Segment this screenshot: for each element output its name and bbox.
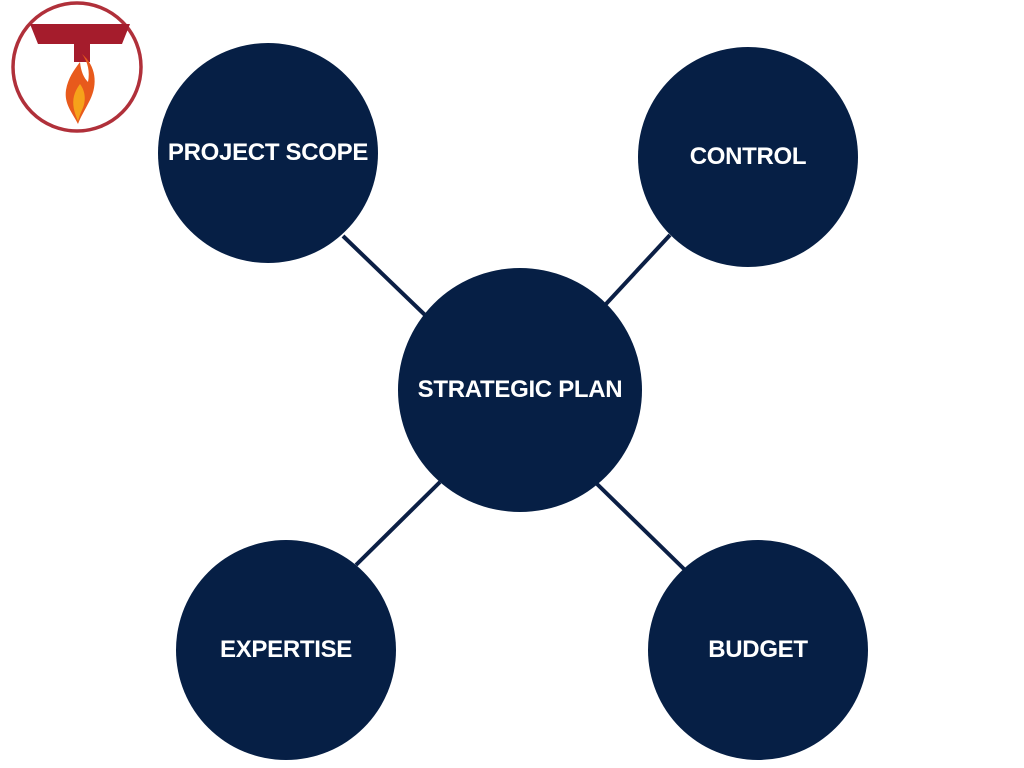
connector-expertise [354,480,442,567]
logo-flame-inner [73,84,85,121]
connector-project-scope [341,234,427,317]
t-flame-logo-icon [11,1,143,133]
node-control-label: CONTROL [689,143,807,170]
node-project-scope-label: PROJECT SCOPE [167,139,369,166]
node-control: CONTROL [638,47,858,267]
connector-control [604,233,672,306]
logo-letter-t [30,24,130,62]
node-expertise-label: EXPERTISE [219,636,352,663]
node-strategic-plan-label: STRATEGIC PLAN [417,376,623,403]
connector-budget [595,482,687,572]
node-project-scope: PROJECT SCOPE [158,43,378,263]
node-budget: BUDGET [648,540,868,760]
node-strategic-plan: STRATEGIC PLAN [398,268,642,512]
node-expertise: EXPERTISE [176,540,396,760]
node-budget-label: BUDGET [708,636,808,663]
